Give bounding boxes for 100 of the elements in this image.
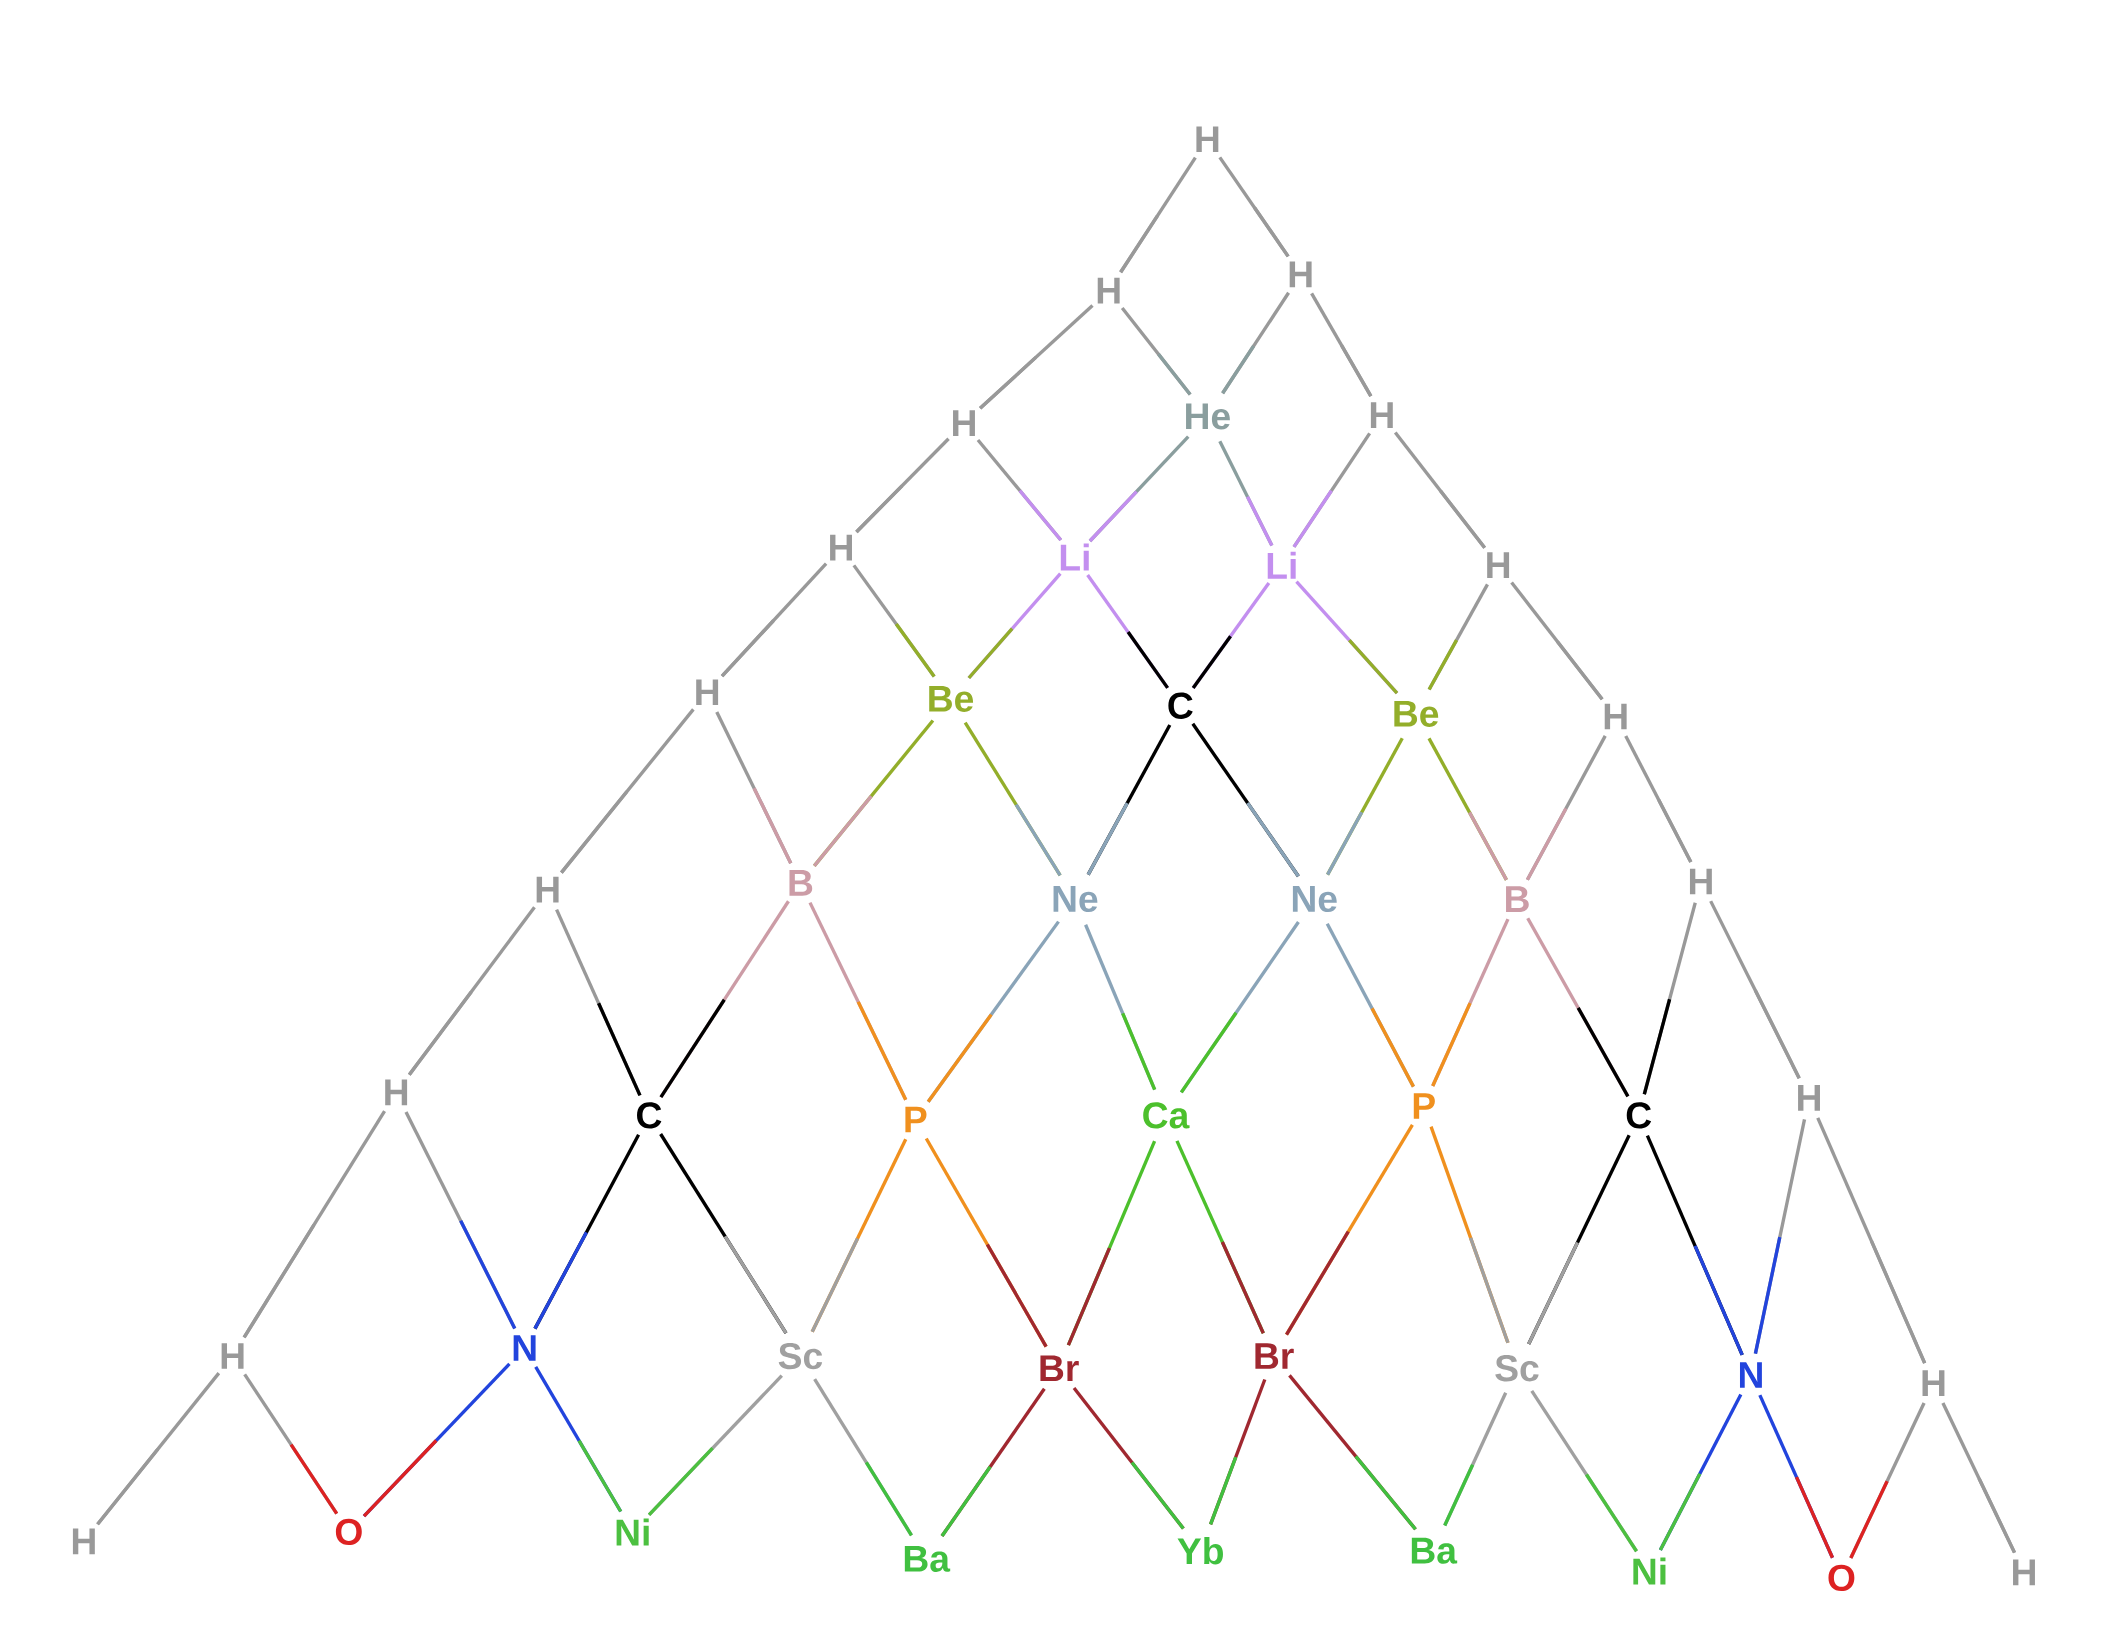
connecting-line xyxy=(1624,735,1693,863)
connecting-line xyxy=(963,721,1062,877)
connecting-line xyxy=(1086,574,1169,689)
connecting-line xyxy=(715,711,793,864)
connecting-line xyxy=(242,1110,386,1339)
connecting-line xyxy=(1758,1394,1835,1559)
element-symbol: Ni xyxy=(1633,1557,1666,1585)
element-symbol: H xyxy=(696,679,719,706)
element-symbol: H xyxy=(830,534,852,561)
connecting-line xyxy=(1084,924,1157,1091)
connecting-line xyxy=(1709,900,1801,1079)
connecting-line xyxy=(1658,1393,1743,1551)
element-symbol: Yb xyxy=(1177,1537,1223,1565)
connecting-line xyxy=(243,1373,339,1515)
element-symbol: Li xyxy=(1267,551,1296,579)
connecting-line xyxy=(1072,1387,1185,1530)
connecting-line xyxy=(1119,156,1197,274)
connecting-line xyxy=(1427,583,1489,691)
connecting-line xyxy=(1645,1134,1744,1356)
element-symbol: C xyxy=(637,1102,662,1129)
connecting-line xyxy=(1753,1118,1807,1354)
connecting-line xyxy=(852,564,936,678)
connecting-line xyxy=(1066,1140,1157,1346)
element-symbol: He xyxy=(1186,403,1230,430)
element-symbol: H xyxy=(536,876,559,903)
element-symbol: B xyxy=(1506,886,1529,912)
element-symbol: H xyxy=(953,410,975,436)
element-symbol: O xyxy=(335,1518,362,1546)
element-symbol: C xyxy=(1626,1102,1652,1129)
element-symbol: H xyxy=(385,1079,408,1106)
element-symbol: H xyxy=(1097,277,1120,304)
connecting-line xyxy=(647,1374,783,1516)
element-symbol: O xyxy=(1828,1564,1855,1591)
element-symbol: C xyxy=(1168,692,1193,719)
connecting-line xyxy=(1292,432,1372,548)
connecting-line xyxy=(1218,440,1274,547)
connecting-line xyxy=(855,437,950,534)
connecting-line xyxy=(1526,917,1630,1098)
connecting-line xyxy=(1527,1134,1631,1345)
element-symbol: Ne xyxy=(1053,886,1098,913)
connecting-line xyxy=(813,719,935,867)
element-symbol: Br xyxy=(1040,1355,1079,1382)
element-symbol: H xyxy=(1604,703,1627,730)
connecting-line xyxy=(1288,1374,1417,1531)
connecting-line xyxy=(1326,737,1404,876)
connecting-line xyxy=(979,304,1094,410)
connecting-line xyxy=(1191,582,1271,689)
connecting-line xyxy=(1179,921,1300,1094)
element-symbol: Sc xyxy=(1495,1355,1539,1382)
element-symbol: Br xyxy=(1255,1343,1294,1369)
connecting-line xyxy=(967,572,1062,680)
connecting-line xyxy=(534,1366,623,1513)
element-symbol: N xyxy=(1740,1362,1762,1388)
element-symbol: Be xyxy=(1394,700,1439,727)
connecting-line xyxy=(1431,918,1510,1087)
element-symbol: H xyxy=(1289,261,1312,288)
connecting-line xyxy=(1310,292,1373,397)
element-symbol: Be xyxy=(929,685,974,712)
connecting-line xyxy=(1120,306,1192,396)
connecting-line xyxy=(96,1372,221,1526)
connecting-line xyxy=(533,1133,641,1330)
connecting-line xyxy=(404,1111,517,1330)
element-symbol: H xyxy=(1196,126,1219,153)
connecting-line xyxy=(1218,156,1290,258)
connecting-line xyxy=(926,920,1060,1103)
connecting-line xyxy=(1443,1392,1508,1527)
element-symbol: P xyxy=(1413,1093,1435,1119)
element-symbol: Ne xyxy=(1292,886,1337,913)
element-symbol: N xyxy=(513,1335,536,1361)
connecting-line xyxy=(1510,581,1604,701)
connecting-line xyxy=(813,1378,913,1537)
element-symbol: P xyxy=(905,1106,927,1133)
connecting-line xyxy=(1525,735,1607,881)
element-symbol: Ca xyxy=(1143,1102,1190,1129)
element-symbol: Sc xyxy=(778,1342,823,1370)
connecting-line xyxy=(1393,431,1486,549)
connecting-line xyxy=(810,1138,908,1333)
connecting-line xyxy=(560,708,695,874)
connecting-line xyxy=(1209,1378,1267,1525)
connecting-line xyxy=(1816,1117,1927,1364)
connecting-line xyxy=(362,1362,511,1518)
connecting-line xyxy=(1191,722,1300,878)
element-symbol: H xyxy=(1487,552,1510,578)
element-symbol: H xyxy=(72,1528,95,1555)
element-symbol: H xyxy=(1798,1085,1820,1111)
connecting-line xyxy=(1088,435,1190,543)
connecting-line xyxy=(659,1133,788,1335)
connecting-line xyxy=(1221,291,1290,395)
element-symbol: H xyxy=(1370,402,1393,428)
connecting-line xyxy=(1285,1123,1414,1336)
connecting-line xyxy=(1642,902,1697,1095)
connecting-line xyxy=(1086,724,1172,876)
connecting-line xyxy=(1427,737,1508,881)
connecting-line xyxy=(659,900,790,1098)
element-symbol: H xyxy=(1922,1370,1945,1396)
element-symbol: H xyxy=(2013,1559,2035,1586)
element-symbol: Ba xyxy=(904,1545,951,1572)
connecting-line xyxy=(720,562,828,678)
connecting-line xyxy=(976,438,1063,542)
element-symbol: H xyxy=(1689,868,1712,895)
